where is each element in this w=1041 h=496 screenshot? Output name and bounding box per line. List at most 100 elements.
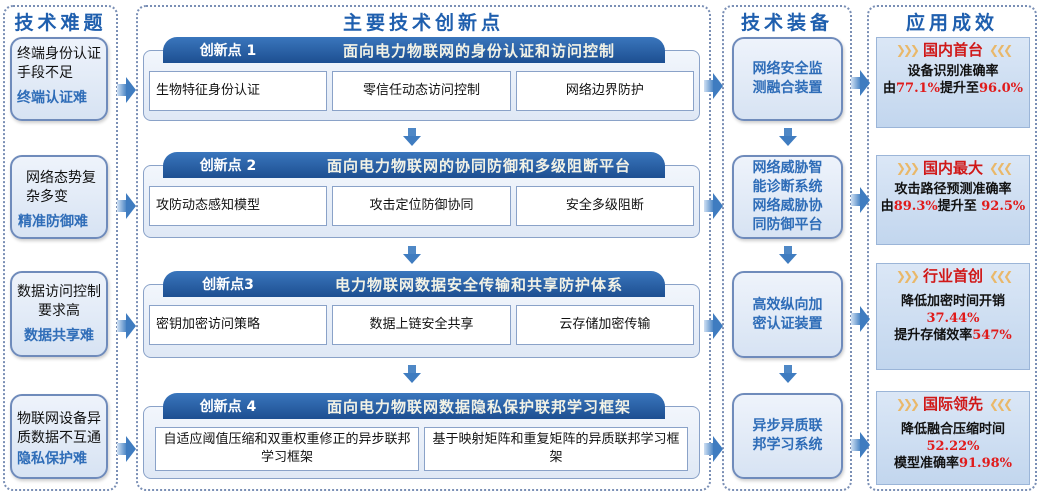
- result-value: 91.98%: [958, 456, 1013, 471]
- result-values: 提升存储效率547%: [877, 327, 1029, 344]
- equipment-box-3: 高效纵向加密认证装置: [732, 271, 843, 358]
- result-metric: 攻击路径预测准确率: [894, 182, 1012, 197]
- innovation-4: 创新点 4 面向电力物联网数据隐私保护联邦学习框架 自适应阈值压缩和双重权重修正的…: [143, 393, 700, 479]
- equipment-box-1: 网络安全监测融合装置: [732, 37, 843, 121]
- innovation-header: 创新点 2 面向电力物联网的协同防御和多级阻断平台: [163, 152, 665, 178]
- text: 提升存储效率: [894, 328, 973, 343]
- badge-label: 国内首台: [922, 41, 983, 59]
- innovation-item: 安全多级阻断: [515, 186, 694, 226]
- innovation-item: 基于映射矩阵和重复矩阵的异质联邦学习框架: [424, 427, 688, 471]
- problem-box-2: 网络态势复杂多变精准防御难: [10, 155, 108, 239]
- arrow-down-icon: [779, 365, 797, 383]
- text: 提升至: [937, 199, 982, 214]
- problem-text: 网络态势复杂多变: [26, 170, 96, 205]
- result-card-3: ❯❯❯行业首创❮❮❮ 降低加密时间开销 37.44% 提升存储效率547%: [876, 263, 1030, 370]
- innovation-item: 攻防动态感知模型: [149, 186, 328, 226]
- problem-highlight: 精准防御难: [18, 214, 88, 230]
- badge-label: 国内最大: [922, 159, 983, 177]
- arrow-right-icon: [117, 77, 136, 103]
- problem-text: 终端身份认证手段不足: [17, 46, 101, 81]
- text: 由: [880, 199, 894, 214]
- innovation-title: 面向电力物联网数据隐私保护联邦学习框架: [326, 397, 631, 416]
- arrow-right-icon: [851, 306, 870, 332]
- result-badge: ❯❯❯行业首创❮❮❮: [877, 268, 1029, 285]
- arrow-down-icon: [403, 128, 421, 146]
- innovation-item: 生物特征身份认证: [149, 71, 328, 111]
- arrow-right-icon: [117, 313, 136, 339]
- text: 提升至: [940, 81, 980, 96]
- result-card-4: ❯❯❯国际领先 ❮❮❮ 降低融合压缩时间 52.22% 模型准确率91.98%: [876, 391, 1030, 485]
- text: 模型准确率: [893, 456, 959, 471]
- arrow-down-icon: [779, 246, 797, 264]
- result-values: 由89.3%提升至 92.5%: [877, 198, 1029, 215]
- innovation-3: 创新点3 电力物联网数据安全传输和共享防护体系 密钥加密访问策略数据上链安全共享云…: [143, 271, 700, 358]
- result-value: 52.22%: [926, 439, 980, 454]
- arrow-down-icon: [403, 365, 421, 383]
- text: 由: [882, 81, 896, 96]
- innovation-title: 面向电力物联网的身份认证和访问控制: [342, 41, 615, 60]
- chevron-left-icon: ❮❮❮: [989, 269, 1013, 283]
- chevron-right-icon: ❯❯❯: [895, 397, 920, 411]
- problem-text: 物联网设备异质数据不互通: [17, 411, 101, 446]
- innovation-2: 创新点 2 面向电力物联网的协同防御和多级阻断平台 攻防动态感知模型攻击定位防御协…: [143, 152, 700, 238]
- problem-highlight: 终端认证难: [17, 90, 87, 106]
- innovation-title: 面向电力物联网的协同防御和多级阻断平台: [326, 156, 631, 175]
- result-badge: ❯❯❯国内首台❮❮❮: [877, 42, 1029, 59]
- value-before: 77.1%: [895, 81, 940, 96]
- arrow-right-icon: [117, 436, 136, 462]
- problem-highlight: 隐私保护难: [17, 451, 87, 467]
- problems-title: 技术难题: [14, 12, 107, 34]
- result-metric: 降低融合压缩时间: [900, 422, 1005, 437]
- result-metric: 设备识别准确率: [907, 64, 999, 79]
- innovation-number: 创新点3: [202, 277, 254, 293]
- innovation-item: 云存储加密传输: [515, 305, 694, 345]
- result-value: 37.44%: [926, 311, 980, 326]
- problem-highlight: 数据共享难: [24, 328, 94, 344]
- innovation-title: 电力物联网数据安全传输和共享防护体系: [334, 275, 623, 294]
- equipment-label: 网络安全监测融合装置: [752, 61, 823, 96]
- problem-text: 数据访问控制要求高: [17, 284, 101, 319]
- innovation-number: 创新点 4: [199, 399, 257, 415]
- problem-box-4: 物联网设备异质数据不互通隐私保护难: [10, 394, 108, 479]
- innovation-item: 数据上链安全共享: [332, 305, 511, 345]
- equipment-label: 异步异质联邦学习系统: [752, 418, 823, 453]
- innovation-number: 创新点 2: [199, 158, 257, 174]
- arrow-right-icon: [704, 313, 723, 339]
- problems-panel: [3, 5, 118, 491]
- result-badge: ❯❯❯国内最大 ❮❮❮: [877, 160, 1029, 177]
- result-badge: ❯❯❯国际领先 ❮❮❮: [877, 396, 1029, 413]
- result-metric: 降低加密时间开销: [900, 294, 1005, 309]
- innovation-header: 创新点 4 面向电力物联网数据隐私保护联邦学习框架: [163, 393, 665, 419]
- arrow-right-icon: [851, 70, 870, 96]
- innovations-title: 主要技术创新点: [342, 12, 504, 34]
- arrow-right-icon: [851, 187, 870, 213]
- equipment-box-4: 异步异质联邦学习系统: [732, 393, 843, 479]
- chevron-left-icon: ❮❮❮: [989, 397, 1013, 411]
- innovation-item: 网络边界防护: [515, 71, 694, 111]
- badge-label: 国际领先: [922, 395, 983, 413]
- problem-box-1: 终端身份认证手段不足终端认证难: [10, 37, 108, 121]
- equipment-title: 技术装备: [740, 12, 833, 34]
- arrow-right-icon: [117, 193, 136, 219]
- arrow-down-icon: [403, 246, 421, 264]
- innovation-item: 攻击定位防御协同: [332, 186, 511, 226]
- innovation-item: 密钥加密访问策略: [149, 305, 328, 345]
- innovation-item: 自适应阈值压缩和双重权重修正的异步联邦学习框架: [155, 427, 419, 471]
- chevron-right-icon: ❯❯❯: [895, 269, 920, 283]
- results-title: 应用成效: [905, 12, 998, 34]
- result-card-1: ❯❯❯国内首台❮❮❮ 设备识别准确率 由77.1%提升至96.0%: [876, 37, 1030, 128]
- chevron-left-icon: ❮❮❮: [989, 161, 1013, 175]
- problem-box-3: 数据访问控制要求高数据共享难: [10, 271, 108, 357]
- arrow-right-icon: [851, 432, 870, 458]
- chevron-right-icon: ❯❯❯: [895, 161, 920, 175]
- arrow-right-icon: [704, 73, 723, 99]
- arrow-right-icon: [704, 436, 723, 462]
- value-after: 92.5%: [981, 199, 1026, 214]
- result-values: 模型准确率91.98%: [877, 455, 1029, 472]
- innovations-panel: [136, 5, 711, 491]
- equipment-label: 网络威胁智能诊断系统 网络威胁协同防御平台: [752, 160, 823, 233]
- results-panel: [867, 5, 1037, 491]
- arrow-down-icon: [779, 128, 797, 146]
- innovation-header: 创新点3 电力物联网数据安全传输和共享防护体系: [163, 271, 665, 297]
